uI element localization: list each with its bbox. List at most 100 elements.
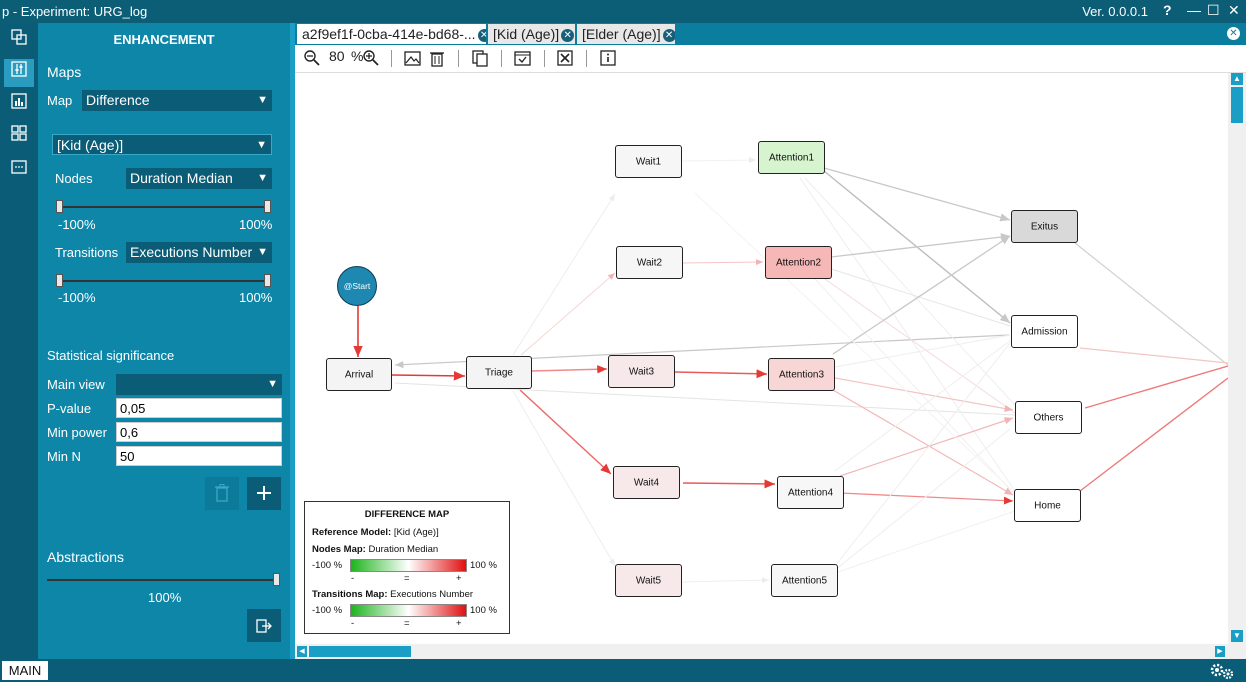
- node-admission[interactable]: Admission: [1011, 315, 1078, 348]
- transitions-metric-select[interactable]: Executions Number ▼: [126, 242, 272, 263]
- nodes-metric-value: Duration Median: [130, 170, 233, 186]
- process-icon[interactable]: [4, 27, 34, 55]
- transitions-range-min-label: -100%: [58, 290, 96, 305]
- add-button[interactable]: [247, 477, 281, 510]
- tab-experiment[interactable]: a2f9ef1f-0cba-414e-bd68-...✕: [297, 24, 486, 44]
- close-tab-icon[interactable]: ✕: [477, 28, 486, 42]
- node-wait5[interactable]: Wait5: [615, 564, 682, 597]
- maximize-button[interactable]: ☐: [1207, 2, 1220, 18]
- excel-export-icon[interactable]: [557, 50, 573, 66]
- process-map-canvas[interactable]: @Start Arrival Triage Wait1 Wait2 Wait3 …: [295, 73, 1228, 644]
- trash-icon[interactable]: [430, 50, 444, 67]
- horizontal-scroll-thumb[interactable]: [309, 646, 411, 657]
- info-icon[interactable]: [600, 50, 616, 66]
- horizontal-scrollbar[interactable]: ◀ ▶: [295, 644, 1246, 659]
- edge-attention1-exitus: [823, 167, 1011, 222]
- reference-model-select[interactable]: [Kid (Age)] ▼: [52, 134, 272, 155]
- node-attention4[interactable]: Attention4: [777, 476, 844, 509]
- transitions-range-max-handle[interactable]: [264, 274, 271, 287]
- abstractions-title: Abstractions: [47, 549, 125, 565]
- edge-triage-wait4: [519, 389, 612, 475]
- scroll-down-icon[interactable]: ▼: [1231, 630, 1243, 642]
- node-triage[interactable]: Triage: [466, 356, 532, 389]
- legend-nodes-min: -100 %: [312, 560, 343, 571]
- nodes-range-max-handle[interactable]: [264, 200, 271, 213]
- node-wait3[interactable]: Wait3: [608, 355, 675, 388]
- grid-icon[interactable]: [4, 123, 34, 151]
- zoom-out-icon[interactable]: [304, 50, 320, 66]
- delete-button[interactable]: [205, 477, 239, 510]
- legend-title: DIFFERENCE MAP: [364, 509, 450, 520]
- close-window-button[interactable]: ✕: [1228, 2, 1240, 18]
- legend-trans-max: 100 %: [470, 605, 497, 616]
- edge-wait3-attention3: [674, 369, 768, 379]
- scroll-left-icon[interactable]: ◀: [297, 646, 307, 657]
- zoom-value[interactable]: 80: [329, 48, 345, 64]
- main-view-label-status[interactable]: MAIN: [2, 661, 48, 680]
- abstractions-value: 100%: [148, 590, 182, 605]
- edge-triage-wait5: [512, 390, 616, 567]
- node-wait2[interactable]: Wait2: [616, 246, 683, 279]
- edge-attention4-home: [839, 492, 1014, 505]
- export-button[interactable]: [247, 609, 281, 642]
- edge-wait5-attention5: [681, 577, 770, 584]
- vertical-scrollbar[interactable]: ▲ ▼: [1228, 73, 1246, 644]
- node-others[interactable]: Others: [1015, 401, 1082, 434]
- edge-attention2-exitus: [830, 233, 1011, 258]
- nodes-range-min-handle[interactable]: [56, 200, 63, 213]
- edge-attention2-home: [814, 278, 1016, 496]
- edge-attention1-others: [804, 177, 1016, 406]
- close-all-icon[interactable]: ✕: [1227, 27, 1240, 40]
- tab-elder-age[interactable]: [Elder (Age)]✕: [577, 24, 675, 44]
- p-value-field[interactable]: 0,05: [116, 398, 282, 418]
- vertical-scroll-thumb[interactable]: [1231, 87, 1243, 123]
- legend-nodes-label: Nodes Map:: [312, 544, 366, 555]
- map-select[interactable]: Difference ▼: [82, 90, 272, 111]
- transitions-range-max-label: 100%: [239, 290, 273, 305]
- node-attention3[interactable]: Attention3: [768, 358, 835, 391]
- abstractions-handle[interactable]: [273, 573, 280, 586]
- window-title: p - Experiment: URG_log: [2, 4, 148, 19]
- legend-trans-gradient: [350, 604, 467, 617]
- min-power-field[interactable]: 0,6: [116, 422, 282, 442]
- check-window-icon[interactable]: [514, 51, 531, 66]
- node-start[interactable]: @Start: [337, 266, 377, 306]
- image-icon[interactable]: [404, 51, 421, 66]
- node-wait1[interactable]: Wait1: [615, 145, 682, 178]
- nodes-metric-select[interactable]: Duration Median ▼: [126, 168, 272, 189]
- tab-experiment-label: a2f9ef1f-0cba-414e-bd68-...: [302, 26, 476, 42]
- chevron-down-icon: ▼: [267, 378, 278, 390]
- help-icon[interactable]: ?: [1163, 2, 1172, 18]
- node-wait4[interactable]: Wait4: [613, 466, 680, 499]
- legend-trans-label: Transitions Map:: [312, 589, 388, 600]
- node-home[interactable]: Home: [1014, 489, 1081, 522]
- node-attention5[interactable]: Attention5: [771, 564, 838, 597]
- close-tab-icon[interactable]: ✕: [561, 28, 575, 42]
- edge-wait1-home: [694, 192, 1016, 494]
- node-attention2[interactable]: Attention2: [765, 246, 832, 279]
- minimize-button[interactable]: —: [1187, 2, 1201, 18]
- min-n-field[interactable]: 50: [116, 446, 282, 466]
- status-bar: MAIN: [0, 659, 1246, 682]
- console-icon[interactable]: [4, 157, 34, 185]
- copy-icon[interactable]: [472, 50, 488, 67]
- panel-splitter[interactable]: [290, 23, 295, 659]
- node-attention1[interactable]: Attention1: [758, 141, 825, 174]
- settings-gears-icon[interactable]: [1208, 662, 1236, 680]
- chart-icon[interactable]: [4, 91, 34, 119]
- scroll-right-icon[interactable]: ▶: [1215, 646, 1225, 657]
- zoom-in-icon[interactable]: [363, 50, 379, 66]
- node-arrival[interactable]: Arrival: [326, 358, 392, 391]
- graph-toolbar: 80 %: [295, 45, 1246, 73]
- edge-attention2-others: [824, 278, 1016, 414]
- scroll-up-icon[interactable]: ▲: [1231, 73, 1243, 85]
- tab-kid-age[interactable]: [Kid (Age)]✕: [488, 24, 575, 44]
- edge-attention5-admission: [834, 342, 1011, 567]
- transitions-range-min-handle[interactable]: [56, 274, 63, 287]
- main-view-select[interactable]: ▼: [116, 374, 282, 395]
- close-tab-icon[interactable]: ✕: [662, 28, 675, 42]
- node-exitus[interactable]: Exitus: [1011, 210, 1078, 243]
- enhancement-icon[interactable]: [4, 59, 34, 87]
- edge-triage-wait3: [531, 365, 608, 374]
- edge-others-end: [1084, 365, 1228, 409]
